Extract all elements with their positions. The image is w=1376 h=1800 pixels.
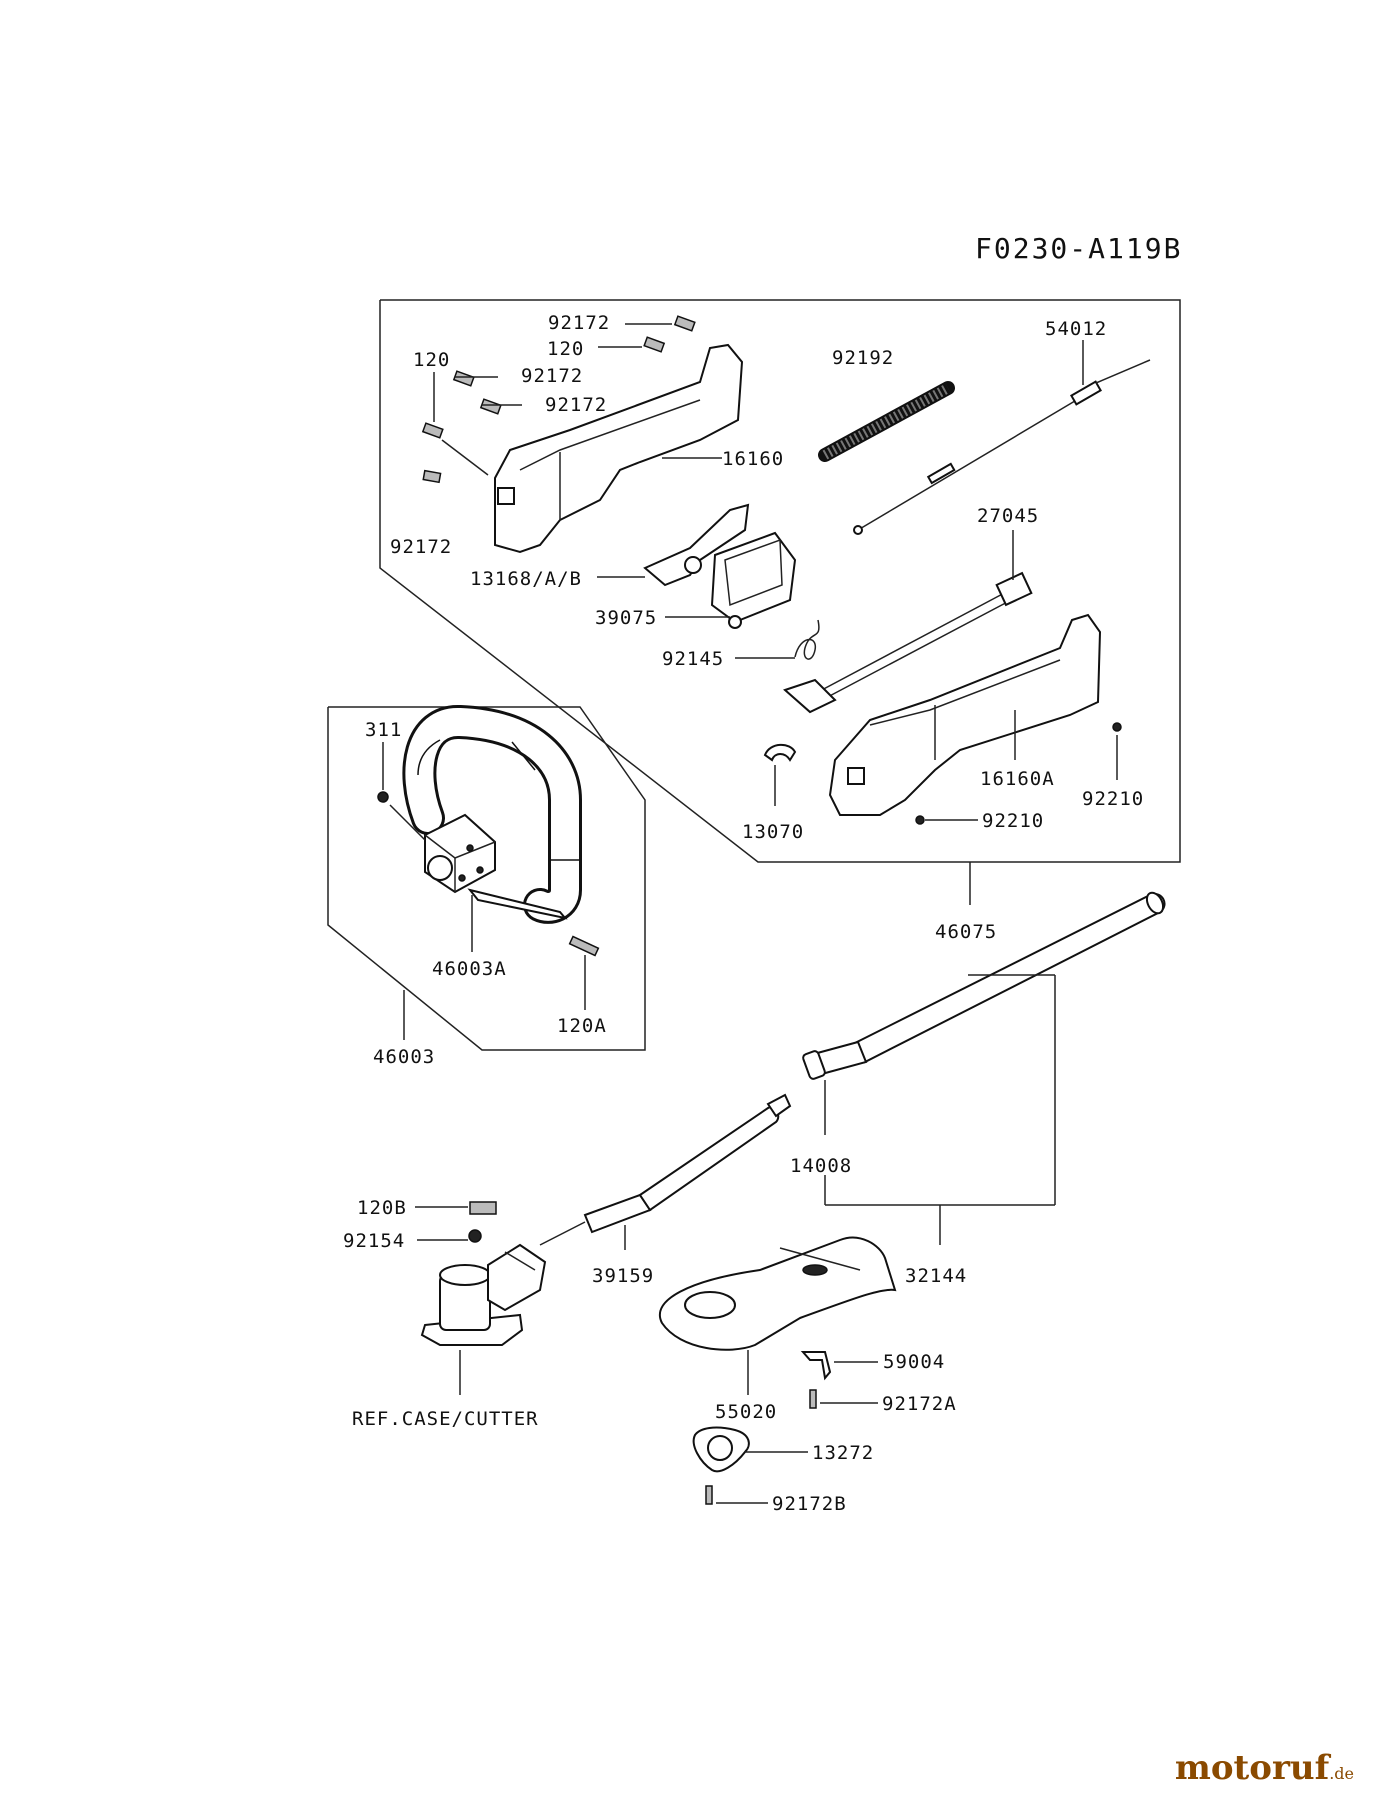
assembly-46075-outline (379, 299, 1181, 863)
label-92172: 92172 (390, 536, 452, 558)
lock-39075 (710, 531, 797, 629)
bolt-92172b (705, 1485, 713, 1505)
leader-lines (382, 323, 1118, 1504)
diagram-code: F0230-A119B (975, 232, 1182, 265)
bracket-59004 (800, 1351, 832, 1381)
label-92172: 92172 (545, 394, 607, 416)
label-46003a: 46003A (432, 958, 507, 980)
label-39159: 39159 (592, 1265, 654, 1287)
screw-icon (421, 315, 696, 484)
label-92145: 92145 (662, 648, 724, 670)
label-13070: 13070 (742, 821, 804, 843)
label-27045: 27045 (977, 505, 1039, 527)
bolt-120b (469, 1201, 497, 1215)
label-13272: 13272 (812, 1442, 874, 1464)
switch-27045 (783, 571, 1033, 714)
bolt-120a (568, 935, 600, 957)
label-54012: 54012 (1045, 318, 1107, 340)
label-92172b: 92172B (772, 1493, 847, 1515)
label-92172a: 92172A (882, 1393, 957, 1415)
label-92172: 92172 (548, 312, 610, 334)
spring-92192 (818, 381, 955, 462)
spring-92145 (794, 619, 820, 660)
label-311: 311 (365, 719, 402, 741)
label-14008: 14008 (790, 1155, 852, 1177)
watermark-logo: motoruf.de (1175, 1748, 1354, 1788)
loop-handle-46003 (402, 705, 582, 924)
nut-92154 (468, 1229, 482, 1243)
label-46003: 46003 (373, 1046, 435, 1068)
shaft-tube-32144 (802, 891, 1166, 1080)
label-92154: 92154 (343, 1230, 405, 1252)
label-55020: 55020 (715, 1401, 777, 1423)
drive-shaft-39159 (539, 1093, 792, 1246)
label-39075: 39075 (595, 607, 657, 629)
label-92210: 92210 (982, 810, 1044, 832)
gear-case (420, 1243, 547, 1346)
label-16160a: 16160A (980, 768, 1055, 790)
plate-13272 (692, 1426, 750, 1473)
watermark-main: motoruf (1174, 1748, 1330, 1788)
assembly-46003-outline (327, 706, 646, 1051)
lever-13168 (643, 503, 750, 587)
label-120: 120 (413, 349, 450, 371)
guard-55020 (659, 1236, 897, 1351)
nut-92210 (915, 815, 925, 825)
label-ref-case-cutter: REF.CASE/CUTTER (352, 1408, 539, 1430)
clip-13070 (763, 743, 797, 762)
handle-16160a (828, 613, 1102, 816)
label-120: 120 (547, 338, 584, 360)
cable-54012 (853, 359, 1151, 535)
watermark-suffix: .de (1329, 1764, 1354, 1783)
handle-16160 (494, 343, 744, 554)
label-13168: 13168/A/B (470, 568, 582, 590)
nut-311 (377, 791, 389, 803)
label-120b: 120B (357, 1197, 407, 1219)
label-16160: 16160 (722, 448, 784, 470)
bolt-92172a (809, 1389, 817, 1409)
nut-92210 (1112, 722, 1122, 732)
label-92210: 92210 (1082, 788, 1144, 810)
label-46075: 46075 (935, 921, 997, 943)
label-59004: 59004 (883, 1351, 945, 1373)
label-92172: 92172 (521, 365, 583, 387)
label-32144: 32144 (905, 1265, 967, 1287)
label-120a: 120A (557, 1015, 607, 1037)
label-92192: 92192 (832, 347, 894, 369)
